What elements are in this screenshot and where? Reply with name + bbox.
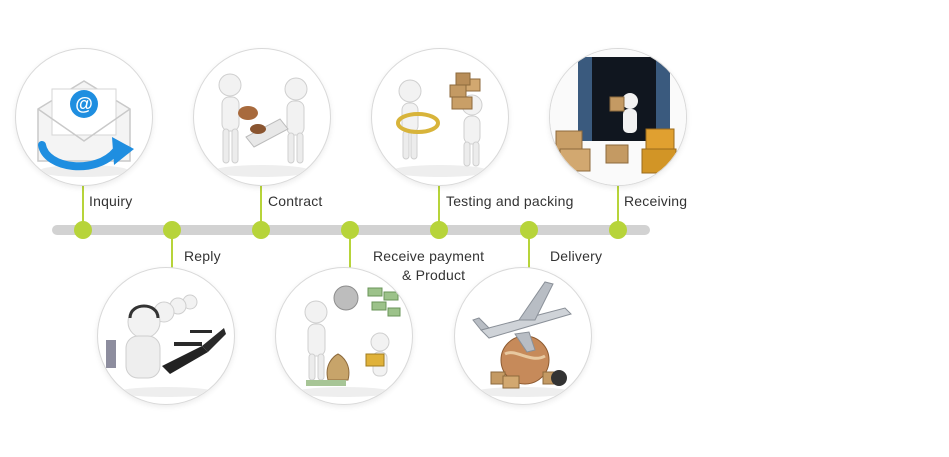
timeline-dot-payment: [341, 221, 359, 239]
call-center-agents-icon: [106, 294, 226, 397]
label-receive-payment-line1: Receive payment: [373, 248, 485, 264]
connector-delivery: [528, 232, 530, 268]
bubble-testing-packing: [371, 48, 509, 186]
label-testing-packing: Testing and packing: [446, 193, 574, 209]
handshake-signing-icon: [214, 73, 310, 177]
shipping-container-icon: [550, 49, 686, 185]
label-inquiry: Inquiry: [89, 193, 133, 209]
connector-payment: [349, 232, 351, 268]
label-contract: Contract: [268, 193, 323, 209]
label-receive-payment-line2: & Product: [402, 267, 466, 283]
connector-inquiry: [82, 186, 84, 226]
bubble-inquiry: @: [15, 48, 153, 186]
email-envelope-icon: @: [37, 80, 134, 177]
label-reply: Reply: [184, 248, 221, 264]
connector-testing: [438, 186, 440, 226]
timeline-dot-inquiry: [74, 221, 92, 239]
timeline-dot-testing: [430, 221, 448, 239]
svg-text:@: @: [75, 94, 93, 114]
connector-receiving: [617, 186, 619, 226]
bubble-receiving: [549, 48, 687, 186]
boxes-packing-icon: [392, 72, 488, 177]
payment-money-icon: [296, 285, 401, 397]
bubble-receive-payment: [275, 267, 413, 405]
timeline-dot-receiving: [609, 221, 627, 239]
connector-contract: [260, 186, 262, 226]
airplane-globe-icon: [472, 281, 572, 397]
label-delivery: Delivery: [550, 248, 603, 264]
bubble-delivery: [454, 267, 592, 405]
label-receiving: Receiving: [624, 193, 688, 209]
bubble-reply: [97, 267, 235, 405]
timeline-dot-delivery: [520, 221, 538, 239]
bubble-contract: [193, 48, 331, 186]
timeline-dot-contract: [252, 221, 270, 239]
timeline-dot-reply: [163, 221, 181, 239]
connector-reply: [171, 232, 173, 268]
